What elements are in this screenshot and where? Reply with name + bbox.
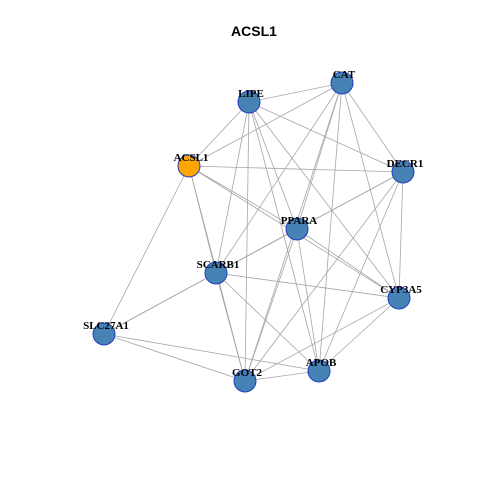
edge-lipe-cat bbox=[248, 82, 343, 103]
edge-scarb1-cyp3a5 bbox=[215, 272, 400, 299]
node-got2 bbox=[233, 369, 257, 393]
edge-cat-apob bbox=[318, 82, 343, 372]
edge-lipe-scarb1 bbox=[215, 101, 250, 274]
node-cat bbox=[330, 71, 354, 95]
node-scarb1 bbox=[204, 261, 228, 285]
edge-acsl1-decr1 bbox=[188, 165, 404, 173]
edge-cat-acsl1 bbox=[188, 82, 343, 167]
edge-cat-cyp3a5 bbox=[341, 82, 400, 299]
edge-scarb1-got2 bbox=[215, 272, 246, 382]
edge-decr1-cyp3a5 bbox=[398, 171, 404, 299]
node-cyp3a5 bbox=[387, 286, 411, 310]
edge-ppara-got2 bbox=[244, 228, 298, 382]
edge-cat-scarb1 bbox=[215, 82, 343, 274]
node-ppara bbox=[285, 217, 309, 241]
node-lipe bbox=[237, 90, 261, 114]
node-decr1 bbox=[391, 160, 415, 184]
edge-lipe-cyp3a5 bbox=[248, 101, 400, 299]
edge-slc27a1-got2 bbox=[103, 333, 246, 382]
node-label-apob: APOB bbox=[306, 357, 337, 369]
edge-cat-decr1 bbox=[341, 82, 404, 173]
edge-scarb1-slc27a1 bbox=[103, 272, 217, 335]
node-label-cat: CAT bbox=[333, 69, 356, 81]
edge-cyp3a5-got2 bbox=[244, 297, 400, 382]
node-label-got2: GOT2 bbox=[232, 367, 262, 379]
edge-lipe-got2 bbox=[244, 101, 250, 382]
edge-acsl1-slc27a1 bbox=[103, 165, 190, 335]
edge-lipe-decr1 bbox=[248, 101, 404, 173]
node-label-scarb1: SCARB1 bbox=[197, 259, 240, 271]
node-apob bbox=[307, 359, 331, 383]
edge-scarb1-apob bbox=[215, 272, 320, 372]
node-acsl1 bbox=[177, 154, 201, 178]
edge-acsl1-ppara bbox=[188, 165, 298, 230]
node-label-lipe: LIPE bbox=[238, 88, 264, 100]
node-label-decr1: DECR1 bbox=[387, 158, 424, 170]
edge-decr1-apob bbox=[318, 171, 404, 372]
edge-slc27a1-apob bbox=[103, 333, 320, 372]
edge-lipe-ppara bbox=[248, 101, 298, 230]
edge-lipe-acsl1 bbox=[188, 101, 250, 167]
edge-got2-apob bbox=[244, 370, 320, 382]
node-label-slc27a1: SLC27A1 bbox=[83, 320, 129, 332]
edge-decr1-got2 bbox=[244, 171, 404, 382]
node-label-ppara: PPARA bbox=[281, 215, 318, 227]
edge-ppara-apob bbox=[296, 228, 320, 372]
plot-title: ACSL1 bbox=[231, 23, 277, 39]
edge-cyp3a5-apob bbox=[318, 297, 400, 372]
node-label-acsl1: ACSL1 bbox=[174, 152, 209, 164]
edge-ppara-cyp3a5 bbox=[296, 228, 400, 299]
node-slc27a1 bbox=[92, 322, 116, 346]
edge-layer bbox=[103, 82, 404, 382]
node-layer bbox=[92, 71, 415, 393]
node-label-cyp3a5: CYP3A5 bbox=[380, 284, 422, 296]
